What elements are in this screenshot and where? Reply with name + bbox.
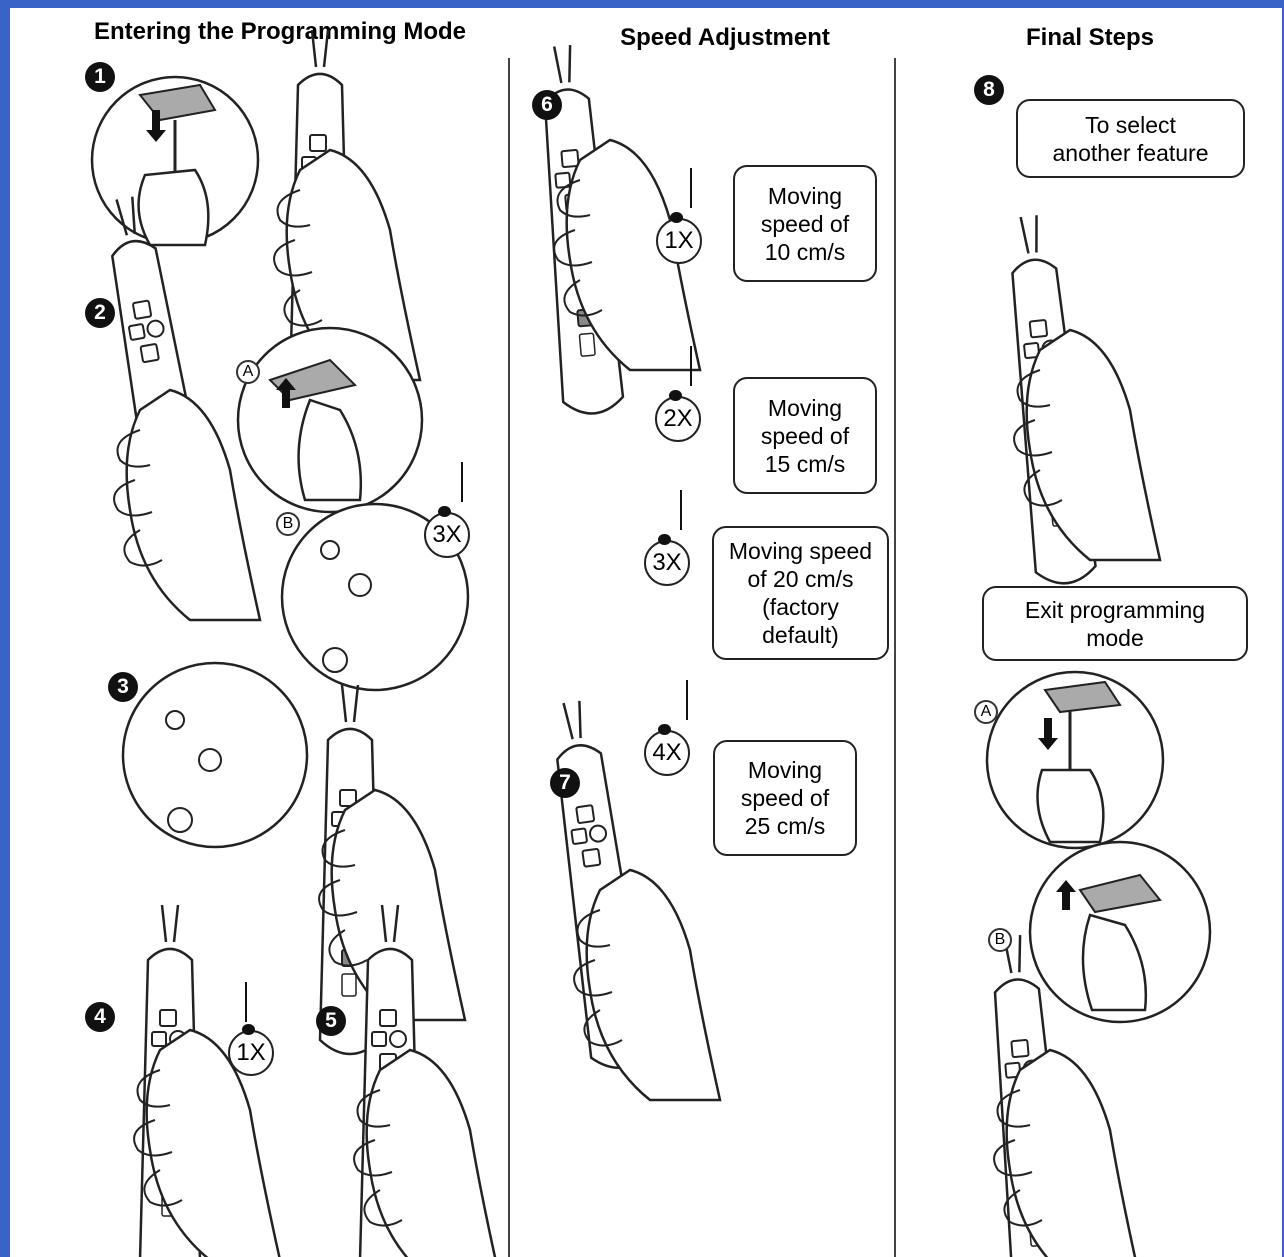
step-3-marker: 3 — [108, 672, 138, 702]
music-note-icon — [686, 680, 688, 720]
beep-count-2x: 2X — [655, 396, 701, 442]
beep-count-3x: 3X — [424, 512, 470, 558]
step-1-marker: 1 — [85, 62, 115, 92]
beep-count-1x-step6: 1X — [656, 218, 702, 264]
music-note-icon — [245, 982, 247, 1022]
callout-speed-20: Moving speed of 20 cm/s (factory default… — [712, 526, 889, 660]
beep-count-3x-speed: 3X — [644, 540, 690, 586]
callout-speed-15: Moving speed of 15 cm/s — [733, 377, 877, 494]
callout-select-feature: To select another feature — [1016, 99, 1245, 178]
step-8-marker: 8 — [974, 75, 1004, 105]
beep-count-1x-step4: 1X — [228, 1030, 274, 1076]
callout-exit-mode: Exit programming mode — [982, 586, 1248, 661]
callout-speed-10: Moving speed of 10 cm/s — [733, 165, 877, 282]
music-note-icon — [690, 168, 692, 208]
music-note-icon — [461, 462, 463, 502]
music-note-icon — [690, 346, 692, 386]
music-note-icon — [680, 490, 682, 530]
exit-substep-a-label: A — [974, 700, 998, 724]
substep-b-label: B — [276, 512, 300, 536]
callout-speed-25: Moving speed of 25 cm/s — [713, 740, 857, 856]
substep-a-label: A — [236, 360, 260, 384]
step-7-marker: 7 — [550, 768, 580, 798]
step-6-marker: 6 — [532, 90, 562, 120]
step-5-marker: 5 — [316, 1006, 346, 1036]
step-4-marker: 4 — [85, 1002, 115, 1032]
beep-count-4x: 4X — [644, 730, 690, 776]
exit-substep-b-label: B — [988, 928, 1012, 952]
step-2-marker: 2 — [85, 298, 115, 328]
